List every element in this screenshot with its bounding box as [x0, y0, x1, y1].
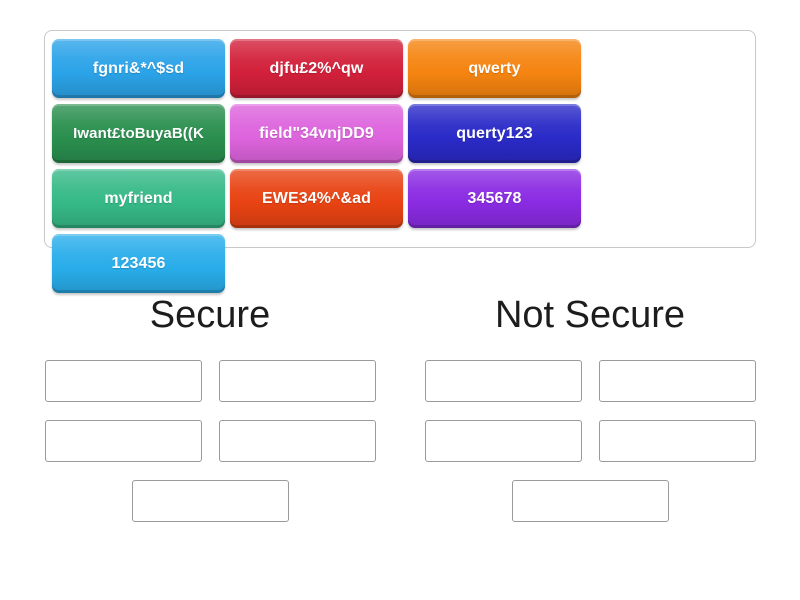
draggable-tile[interactable]: 345678 — [408, 169, 581, 228]
dropzone-column-not-secure — [400, 360, 780, 540]
dropzone-row — [400, 360, 780, 402]
category-heading-not-secure: Not Secure — [494, 294, 686, 336]
draggable-tile[interactable]: querty123 — [408, 104, 581, 163]
draggable-tile[interactable]: fgnri&*^$sd — [52, 39, 225, 98]
tile-label: djfu£2%^qw — [269, 59, 364, 77]
dropzone-row — [400, 480, 780, 522]
dropzone-slot[interactable] — [511, 480, 669, 522]
tile-label: Iwant£toBuyaB((K — [73, 125, 204, 142]
draggable-tile[interactable]: EWE34%^&ad — [230, 169, 403, 228]
tile-label: querty123 — [456, 124, 533, 142]
tile-label: field"34vnjDD9 — [259, 124, 374, 142]
dropzone-slot[interactable] — [424, 420, 582, 462]
dropzone-row — [20, 420, 400, 462]
draggable-tile[interactable]: myfriend — [52, 169, 225, 228]
tile-label: EWE34%^&ad — [261, 189, 372, 207]
dropzone-slot[interactable] — [44, 360, 202, 402]
tile-label: 123456 — [111, 254, 166, 272]
tile-label: 345678 — [467, 189, 522, 207]
dropzone-slot[interactable] — [218, 420, 376, 462]
word-bank: fgnri&*^$sd djfu£2%^qw qwerty Iwant£toBu… — [44, 30, 756, 293]
draggable-tile[interactable]: field"34vnjDD9 — [230, 104, 403, 163]
draggable-tile[interactable]: Iwant£toBuyaB((K — [52, 104, 225, 163]
dropzone-slot[interactable] — [598, 360, 756, 402]
dropzone-row — [20, 360, 400, 402]
dropzone-row — [20, 480, 400, 522]
tile-label: qwerty — [468, 59, 521, 77]
dropzone-column-secure — [20, 360, 400, 540]
dropzone-slot[interactable] — [131, 480, 289, 522]
dropzone-slot[interactable] — [424, 360, 582, 402]
dropzone-row — [400, 420, 780, 462]
dropzone-slot[interactable] — [218, 360, 376, 402]
category-heading-secure: Secure — [149, 294, 271, 336]
tile-label: myfriend — [104, 189, 173, 207]
tile-label: fgnri&*^$sd — [92, 59, 185, 77]
dropzone-slot[interactable] — [598, 420, 756, 462]
draggable-tile[interactable]: 123456 — [52, 234, 225, 293]
tile-grid: fgnri&*^$sd djfu£2%^qw qwerty Iwant£toBu… — [52, 39, 748, 293]
dropzone-slot[interactable] — [44, 420, 202, 462]
draggable-tile[interactable]: djfu£2%^qw — [230, 39, 403, 98]
draggable-tile[interactable]: qwerty — [408, 39, 581, 98]
